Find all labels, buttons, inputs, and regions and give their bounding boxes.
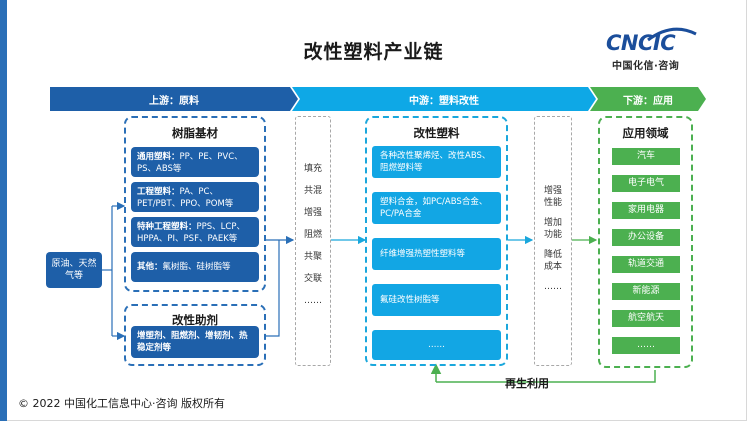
stage-downstream-arrow: 下游：应用 [590,87,706,111]
logo-swoosh-icon [647,27,697,42]
applications-title: 应用领域 [622,126,669,140]
resin-item-head: 通用塑料： [137,152,180,162]
application-item: 办公设备 [612,229,680,246]
resin-item-body: PPS、LCP、HPPA、PI、PSF、PAEK等 [137,222,245,244]
resin-item: 通用塑料：PP、PE、PVC、PS、ABS等 [131,147,259,177]
process-item: 增强 [303,208,322,218]
modified-title: 改性塑料 [413,126,460,140]
process-item: 填充 [303,164,322,174]
effect-item: 增强性能 [543,186,562,208]
source-box: 原油、天然气等 [46,252,102,288]
additive-box: 增塑剂、阻燃剂、增韧剂、热稳定剂等 [131,326,259,358]
resin-item-head: 工程塑料： [137,187,180,197]
process-item: …… [304,296,322,306]
resin-item: 特种工程塑料：PPS、LCP、HPPA、PI、PSF、PAEK等 [131,217,259,247]
resin-item-head: 其他： [137,262,163,272]
additive-title: 改性助剂 [172,313,218,327]
stage-upstream-arrow: 上游：原料 [50,87,298,111]
modified-item: …… [372,330,501,360]
process-item: 交联 [303,274,322,284]
additive-group: 改性助剂 [124,304,266,366]
copyright-footer: © 2022 中国化工信息中心·咨询 版权所有 [18,397,225,410]
recycle-line [436,370,656,383]
application-item: …… [612,337,680,354]
resin-item: 其他：氟树脂、硅树脂等 [131,252,259,282]
stage-midstream-arrow: 中游：塑料改性 [292,87,596,111]
logo-subtitle: 中国化信·咨询 [612,61,680,72]
modified-group: 改性塑料 [365,116,508,366]
effect-item: …… [544,282,562,292]
resin-item-body: PP、PE、PVC、PS、ABS等 [137,152,243,174]
process-list: 填充 共混 增强 阻燃 共聚 交联 …… [295,163,331,307]
process-item: 阻燃 [303,230,322,240]
resin-title: 树脂基材 [172,126,218,140]
application-item: 新能源 [612,283,680,300]
application-item: 航空航天 [612,310,680,327]
process-group [295,116,331,366]
resin-item-body: 氟树脂、硅树脂等 [162,262,231,272]
additive-to-process-line [266,240,280,337]
applications-group: 应用领域 [598,116,693,368]
page-title: 改性塑料产业链 [303,41,444,63]
application-item: 轨道交通 [612,256,680,273]
modified-item: 各种改性聚烯烃、改性ABS、阻燃塑料等 [372,146,501,178]
resin-item-body: PA、PC、PET/PBT、PPO、POM等 [137,187,234,209]
effect-item: 降低成本 [543,250,562,272]
logo-brand: CNCIC [606,31,676,55]
modified-item: 氟硅改性树脂等 [372,284,501,316]
effect-item: 增加功能 [543,218,562,240]
resin-group: 树脂基材 [124,116,266,292]
effects-list: 增强性能 增加功能 降低成本 …… [534,185,572,293]
process-item: 共聚 [303,252,322,262]
application-item: 电子电气 [612,175,680,192]
process-item: 共混 [303,186,322,196]
effects-group [534,116,572,366]
modified-item: 塑料合金，如PC/ABS合金、PC/PA合金 [372,192,501,224]
additive-text: 增塑剂、阻燃剂、增韧剂、热稳定剂等 [137,331,248,353]
recycle-label: 再生利用 [505,377,549,390]
application-item: 家用电器 [612,202,680,219]
resin-item: 工程塑料：PA、PC、PET/PBT、PPO、POM等 [131,182,259,212]
modified-item: 纤维增强热塑性塑料等 [372,238,501,270]
left-accent-bar [0,0,7,421]
application-item: 汽车 [612,148,680,165]
resin-item-head: 特种工程塑料： [137,222,197,232]
